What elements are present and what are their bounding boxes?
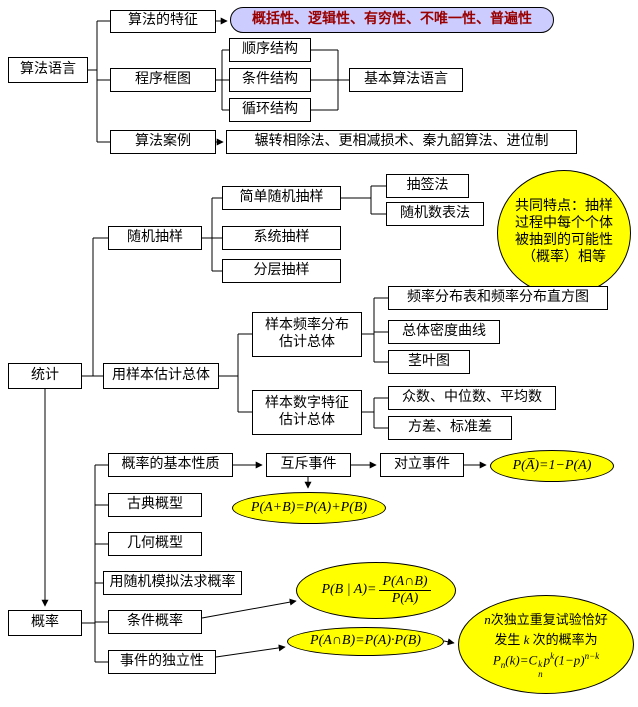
node-event-independence: 事件的独立性 bbox=[108, 650, 216, 674]
node-probability: 概率 bbox=[8, 610, 82, 636]
node-random-simulation: 用随机模拟法求概率 bbox=[103, 571, 242, 595]
node-statistics: 统计 bbox=[8, 363, 82, 389]
node-mutually-exclusive-events: 互斥事件 bbox=[266, 453, 351, 477]
binomial-sup-k: k bbox=[550, 651, 555, 662]
node-program-flowchart: 程序框图 bbox=[110, 68, 216, 92]
formula-conditional: P(B | A)= P(A∩B) P(A) bbox=[296, 562, 456, 619]
binomial-p: p bbox=[543, 652, 551, 668]
formula-intersection: P(A∩B)=P(A)·P(B) bbox=[287, 627, 444, 656]
node-algorithm-cases-list: 辗转相除法、更相减损术、秦九韶算法、进位制 bbox=[226, 130, 577, 154]
node-variance-standard-deviation: 方差、标准差 bbox=[388, 416, 512, 440]
formula-conditional-numerator: P(A∩B) bbox=[379, 574, 431, 591]
node-numeric-characteristics-estimation: 样本数字特征估计总体 bbox=[252, 390, 362, 435]
node-stratified-sampling: 分层抽样 bbox=[222, 259, 341, 283]
binomial-note-line2: 发生 k 次的概率为 bbox=[494, 630, 597, 650]
callout-sampling-common-feature: 共同特点：抽样过程中每个个体被抽到的可能性（概率）相等 bbox=[497, 170, 631, 296]
node-random-number-table: 随机数表法 bbox=[386, 202, 484, 226]
node-classical-model: 古典概型 bbox=[108, 493, 202, 517]
binomial-note-text2a: 发生 bbox=[494, 631, 521, 647]
node-random-sampling: 随机抽样 bbox=[108, 226, 202, 250]
formula-conditional-fraction: P(A∩B) P(A) bbox=[379, 574, 431, 607]
node-simple-random-sampling: 简单随机抽样 bbox=[222, 186, 341, 210]
node-frequency-table-histogram: 频率分布表和频率分布直方图 bbox=[388, 286, 608, 310]
node-stem-leaf-plot: 茎叶图 bbox=[388, 350, 470, 374]
binomial-P: P bbox=[492, 652, 501, 668]
node-probability-basic-properties: 概率的基本性质 bbox=[108, 453, 233, 477]
binomial-note-line1: n次独立重复试验恰好 bbox=[484, 610, 608, 630]
node-basic-algorithm-language: 基本算法语言 bbox=[349, 68, 463, 92]
formula-complement: P(A̅)=1−P(A) bbox=[490, 450, 614, 482]
node-sequential-structure: 顺序结构 bbox=[229, 38, 311, 62]
binomial-C: C bbox=[528, 652, 538, 668]
node-conditional-structure: 条件结构 bbox=[229, 68, 311, 92]
binomial-note-text2b: 次的概率为 bbox=[532, 631, 598, 647]
node-estimate-population: 用样本估计总体 bbox=[103, 363, 219, 389]
binomial-C-sup-k: k bbox=[538, 659, 543, 670]
binomial-C-sub-n: n bbox=[538, 668, 543, 679]
formula-conditional-lhs: P(B | A)= bbox=[321, 582, 377, 598]
node-lottery-method: 抽签法 bbox=[386, 174, 469, 198]
binomial-paren: (1−p) bbox=[554, 652, 585, 668]
var-k: k bbox=[523, 631, 530, 647]
callout-algorithm-features: 概括性、逻辑性、有穷性、不唯一性、普遍性 bbox=[230, 7, 554, 33]
node-algorithm-cases: 算法案例 bbox=[110, 130, 216, 154]
node-frequency-distribution-estimation: 样本频率分布估计总体 bbox=[252, 312, 362, 357]
node-systematic-sampling: 系统抽样 bbox=[222, 226, 341, 250]
binomial-sub-n: n bbox=[500, 659, 506, 670]
node-density-curve: 总体密度曲线 bbox=[388, 320, 500, 344]
binomial-note-text1: 次独立重复试验恰好 bbox=[490, 611, 608, 627]
node-algorithm-language: 算法语言 bbox=[8, 57, 88, 83]
binomial-sup-exp: n−k bbox=[584, 651, 600, 662]
node-algorithm-features: 算法的特征 bbox=[110, 10, 216, 33]
node-mode-median-mean: 众数、中位数、平均数 bbox=[388, 386, 556, 410]
node-loop-structure: 循环结构 bbox=[229, 98, 311, 122]
binomial-mid: (k)= bbox=[505, 652, 529, 668]
node-conditional-probability: 条件概率 bbox=[108, 610, 202, 634]
formula-conditional-denominator: P(A) bbox=[391, 591, 419, 606]
formula-union: P(A+B)=P(A)+P(B) bbox=[232, 492, 386, 524]
node-complementary-events: 对立事件 bbox=[380, 453, 464, 477]
node-geometric-model: 几何概型 bbox=[108, 532, 202, 556]
var-n: n bbox=[484, 611, 491, 627]
